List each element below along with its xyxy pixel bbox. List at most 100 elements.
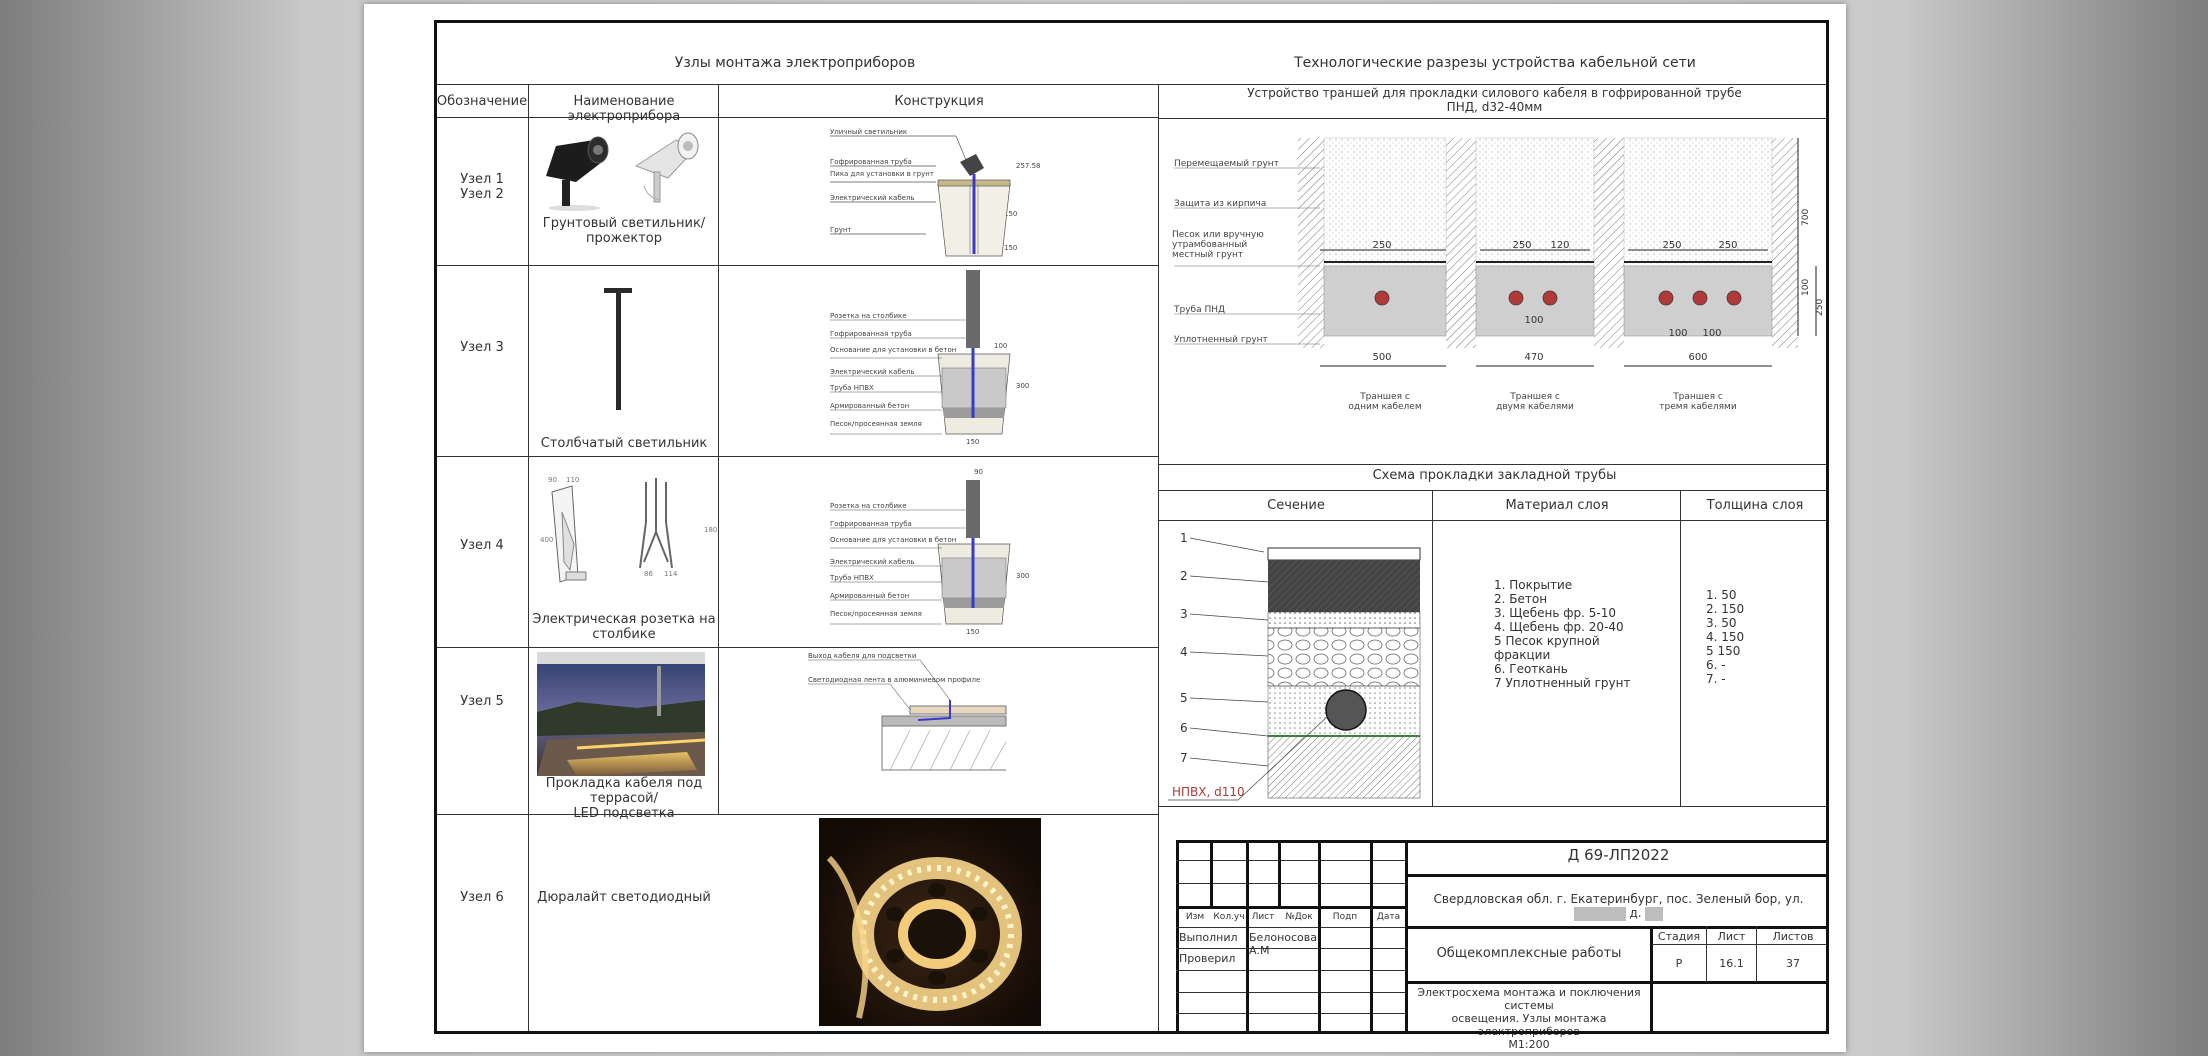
pipe-scheme-title: Схема прокладки закладной трубы [1372, 468, 1617, 483]
trench-dim: 100 [1524, 315, 1543, 326]
trench-dim: 500 [1372, 352, 1391, 363]
stamp-col [1370, 840, 1373, 1034]
address-line: Свердловская обл. г. Екатеринбург, пос. … [1408, 892, 1829, 921]
checked-label: Проверил [1179, 952, 1236, 965]
row-line [434, 814, 1158, 815]
node-designation: Узел 1 Узел 2 [460, 172, 504, 202]
trench-caption: Траншея с одним кабелем [1348, 392, 1422, 412]
drawing-frame [434, 20, 1829, 1034]
pipe-col-line [1680, 490, 1681, 806]
col-line-2 [718, 84, 719, 814]
materials-list: 1. Покрытие 2. Бетон 3. Щебень фр. 5-10 … [1494, 578, 1631, 690]
node3-label: Труба НПВХ [829, 384, 874, 392]
node-designation: Узел 3 [460, 340, 504, 355]
node5-label: Выход кабеля для подсветки [808, 652, 916, 660]
trench-title-line [1158, 118, 1829, 119]
node3-dim: 300 [1016, 382, 1029, 390]
stamp-col-header: Дата [1376, 912, 1401, 922]
trench-dim: 120 [1550, 240, 1569, 251]
stamp-line [1176, 970, 1405, 971]
stamp-col-header: Лист [1251, 912, 1275, 922]
sheets-value: 37 [1786, 957, 1800, 970]
stamp-col [1210, 840, 1213, 908]
node4-label: Розетка на столбике [830, 502, 907, 510]
trench-dim: 250 [1512, 240, 1531, 251]
trench-layer-label: Песок или вручную утрамбованный местный … [1172, 230, 1264, 260]
stage-label: Стадия [1657, 930, 1701, 943]
node1-drawing: Уличный светильник Гофрированная труба П… [830, 128, 1041, 257]
ground-spotlight-image [546, 132, 699, 211]
pipe-section-drawing: 1 2 3 4 5 6 7 НПВХ, d110 [1168, 531, 1421, 801]
row-line [434, 265, 1158, 266]
stamp-divider [1650, 926, 1653, 1034]
svg-text:110: 110 [566, 476, 579, 484]
pipe-scheme-header-line [1158, 520, 1829, 521]
material-header: Материал слоя [1505, 498, 1609, 513]
stamp-col-header: Подп [1332, 912, 1358, 922]
trench-dim: 470 [1524, 352, 1543, 363]
node1-dim: 257.58 [1016, 162, 1041, 170]
trench-dim: 250 [1815, 299, 1825, 316]
node5-label: Светодиодная лента в алюминиевом профиле [808, 676, 980, 684]
trench-dim: 700 [1801, 209, 1811, 226]
layer-number: 6 [1180, 721, 1188, 735]
node5-drawing: Выход кабеля для подсветки Светодиодная … [808, 652, 1007, 771]
pipe-col-line [1432, 490, 1433, 806]
node1-dim: 150 [1004, 210, 1017, 218]
node-designation: Узел 4 [460, 538, 504, 553]
stamp-line [1176, 1013, 1405, 1014]
svg-text:180: 180 [704, 526, 717, 534]
node4-dim: 150 [966, 628, 979, 636]
svg-text:86: 86 [644, 570, 653, 578]
section-header: Сечение [1267, 498, 1325, 513]
trench-layer-label: Уплотненный грунт [1174, 335, 1268, 345]
node1-label: Электрический кабель [830, 194, 915, 202]
node3-dim: 150 [966, 438, 979, 446]
address-suffix: д. [1629, 906, 1642, 920]
stamp-line [1176, 948, 1405, 949]
stamp-line [1176, 992, 1405, 993]
layer-number: 7 [1180, 751, 1188, 765]
doc-code: Д 69-ЛП2022 [1567, 846, 1670, 864]
node1-label: Пика для установки в грунт [830, 170, 934, 178]
node-name: Дюралайт светодиодный [537, 890, 711, 905]
left-section-title: Узлы монтажа электроприборов [674, 55, 916, 71]
address-text: Свердловская обл. г. Екатеринбург, пос. … [1433, 892, 1804, 906]
name-header: Наименование электроприбора [567, 94, 681, 124]
row-line [434, 647, 1158, 648]
trench-caption: Траншея с тремя кабелями [1659, 392, 1737, 412]
node4-label: Гофрированная труба [830, 520, 912, 528]
stamp-divider [1405, 840, 1408, 1034]
stamp-col [1318, 840, 1321, 1034]
node3-drawing: Розетка на столбике Гофрированная труба … [829, 270, 1029, 446]
sheet-value: 16.1 [1719, 957, 1744, 970]
trench-dim: 600 [1688, 352, 1707, 363]
svg-text:90: 90 [548, 476, 557, 484]
col-line-1 [528, 84, 529, 1034]
sheets-label: Листов [1772, 930, 1814, 943]
executor-name: Белоносова А.М [1249, 931, 1317, 957]
stamp-line [1176, 883, 1405, 884]
layer-number: 3 [1180, 607, 1188, 621]
stamp-line [1176, 927, 1405, 928]
executed-label: Выполнил [1179, 931, 1238, 944]
trench-dim: 100 [1668, 328, 1687, 339]
sheet-description: Электросхема монтажа и поключения систем… [1417, 986, 1641, 1051]
node3-label: Розетка на столбике [830, 312, 907, 320]
stamp-col-header: №Док [1285, 912, 1313, 922]
node3-label: Песок/просеянная земля [830, 420, 922, 428]
header-line-2 [434, 117, 1158, 118]
terrace-led-photo [537, 652, 706, 776]
duralight-photo [819, 818, 1041, 1026]
stage-value: Р [1675, 957, 1683, 970]
right-section-title: Технологические разрезы устройства кабел… [1294, 55, 1696, 71]
node-name: Грунтовый светильник/ прожектор [542, 216, 706, 246]
sheet-label: Лист [1717, 930, 1746, 943]
stamp-line [1176, 860, 1405, 861]
redacted-street [1573, 906, 1626, 921]
trench-dim: 100 [1801, 279, 1811, 296]
stamp-line [1405, 926, 1829, 929]
stamp-line [1756, 926, 1757, 981]
stamp-col-header: Изм [1185, 912, 1205, 922]
